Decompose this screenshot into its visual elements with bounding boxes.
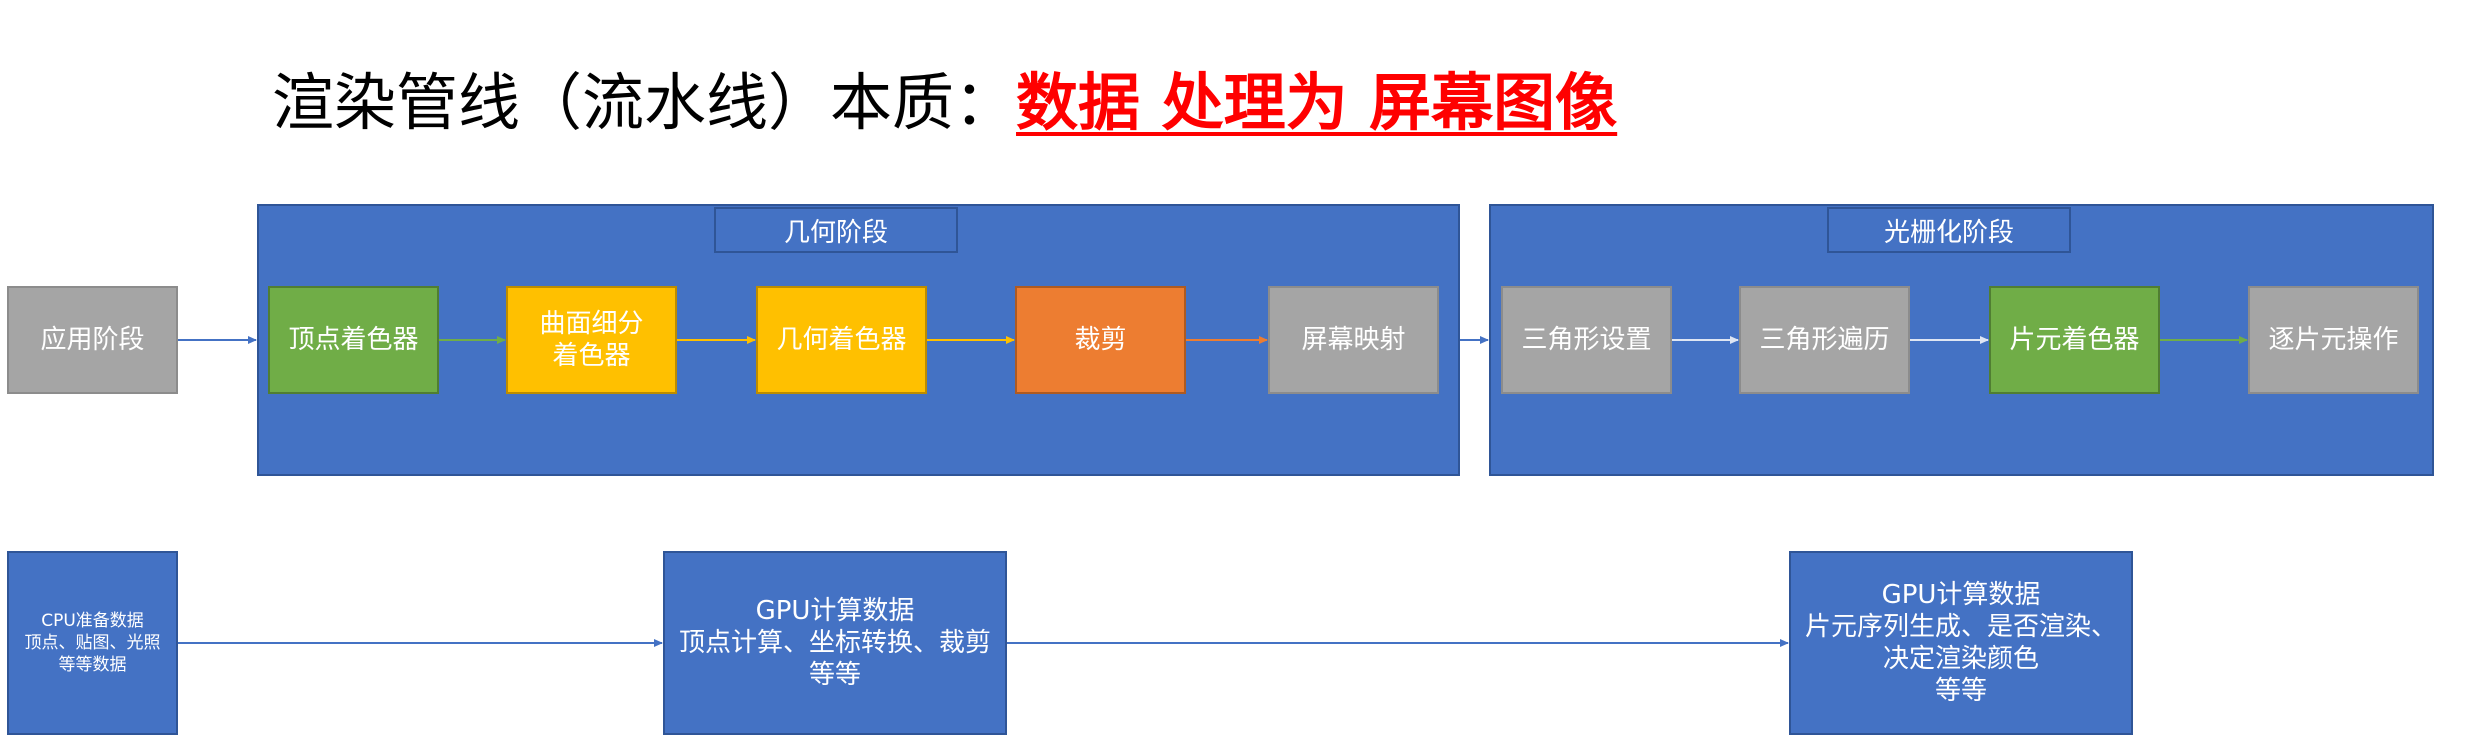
gpu-raster-note-box: GPU计算数据 片元序列生成、是否渲染、 决定渲染颜色 等等	[1789, 551, 2133, 735]
application-stage-box: 应用阶段	[7, 286, 178, 394]
clipping-box: 裁剪	[1015, 286, 1186, 394]
title-prefix: 渲染管线（流水线）本质：	[272, 66, 1017, 139]
fragment-shader-box: 片元着色器	[1989, 286, 2160, 394]
cpu-note-box: CPU准备数据 顶点、贴图、光照 等等数据	[7, 551, 178, 735]
triangle-traversal-box: 三角形遍历	[1739, 286, 1910, 394]
gpu-geometry-note-box: GPU计算数据 顶点计算、坐标转换、裁剪 等等	[663, 551, 1007, 735]
raster-stage-label: 光栅化阶段	[1827, 207, 2071, 253]
title-highlight: 数据 处理为 屏幕图像	[1016, 66, 1618, 139]
triangle-setup-box: 三角形设置	[1501, 286, 1672, 394]
geometry-stage-label: 几何阶段	[714, 207, 958, 253]
page-title: 渲染管线（流水线）本质：数据 处理为 屏幕图像	[272, 58, 1617, 148]
screen-mapping-box: 屏幕映射	[1268, 286, 1439, 394]
per-fragment-operations-box: 逐片元操作	[2248, 286, 2419, 394]
geometry-shader-box: 几何着色器	[756, 286, 927, 394]
tessellation-shader-box: 曲面细分 着色器	[506, 286, 677, 394]
vertex-shader-box: 顶点着色器	[268, 286, 439, 394]
